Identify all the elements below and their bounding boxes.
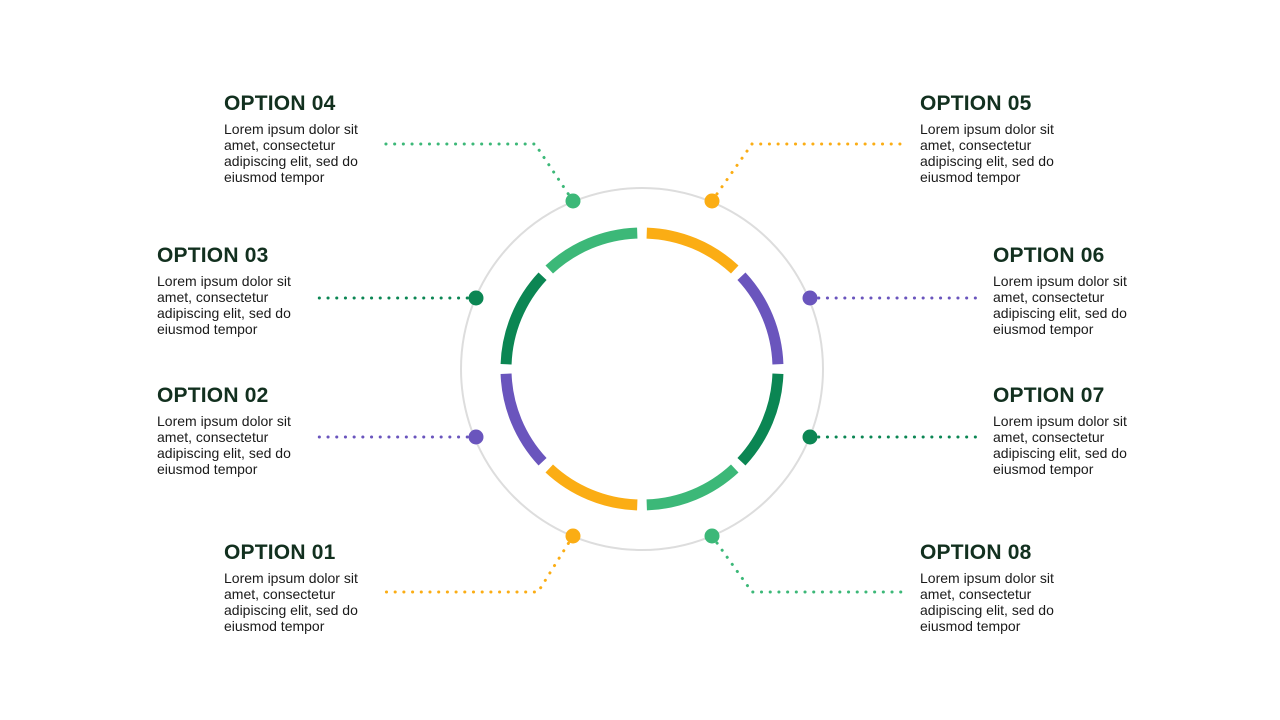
- option-description: Lorem ipsum dolor sit amet, consectetur …: [920, 121, 1054, 185]
- option-title: OPTION 03: [157, 244, 269, 267]
- option-07: OPTION 07 Lorem ipsum dolor sit amet, co…: [993, 384, 1183, 477]
- ring-segment: [500, 373, 547, 466]
- option-description: Lorem ipsum dolor sit amet, consectetur …: [920, 570, 1054, 634]
- ring-dot: [468, 290, 484, 306]
- ring-dot: [565, 193, 581, 209]
- connectors: [309, 142, 980, 594]
- ring-segment: [737, 272, 784, 365]
- ring-dot: [704, 193, 720, 209]
- option-description: Lorem ipsum dolor sit amet, consectetur …: [224, 570, 358, 634]
- option-02: OPTION 02 Lorem ipsum dolor sit amet, co…: [157, 384, 347, 477]
- option-title: OPTION 07: [993, 384, 1105, 407]
- option-title: OPTION 08: [920, 541, 1032, 564]
- connector-dotted-line: [381, 142, 575, 203]
- option-description: Lorem ipsum dolor sit amet, consectetur …: [224, 121, 358, 185]
- option-05: OPTION 05 Lorem ipsum dolor sit amet, co…: [920, 92, 1110, 185]
- ring-segments: [500, 227, 784, 511]
- option-title: OPTION 06: [993, 244, 1105, 267]
- option-03: OPTION 03 Lorem ipsum dolor sit amet, co…: [157, 244, 347, 337]
- ring-segment: [646, 464, 739, 511]
- ring-dots: [468, 193, 818, 544]
- ring-dot: [704, 528, 720, 544]
- ring-segment: [545, 227, 638, 274]
- option-description: Lorem ipsum dolor sit amet, consectetur …: [157, 273, 291, 337]
- ring-segment: [737, 373, 784, 466]
- option-title: OPTION 01: [224, 541, 336, 564]
- option-04: OPTION 04 Lorem ipsum dolor sit amet, co…: [224, 92, 414, 185]
- connector-dotted-line: [710, 534, 907, 594]
- connector-dotted-line: [710, 142, 907, 203]
- option-08: OPTION 08 Lorem ipsum dolor sit amet, co…: [920, 541, 1110, 634]
- ring-segment: [646, 227, 739, 274]
- option-06: OPTION 06 Lorem ipsum dolor sit amet, co…: [993, 244, 1183, 337]
- option-description: Lorem ipsum dolor sit amet, consectetur …: [993, 413, 1127, 477]
- option-title: OPTION 02: [157, 384, 269, 407]
- option-title: OPTION 04: [224, 92, 336, 115]
- ring-dot: [802, 290, 818, 306]
- ring-dot: [565, 528, 581, 544]
- option-description: Lorem ipsum dolor sit amet, consectetur …: [993, 273, 1127, 337]
- ring-segment: [500, 272, 547, 365]
- option-title: OPTION 05: [920, 92, 1032, 115]
- ring-dot: [802, 429, 818, 445]
- option-01: OPTION 01 Lorem ipsum dolor sit amet, co…: [224, 541, 414, 634]
- ring-segment: [545, 464, 638, 511]
- ring-dot: [468, 429, 484, 445]
- outer-ring: [460, 187, 824, 551]
- option-description: Lorem ipsum dolor sit amet, consectetur …: [157, 413, 291, 477]
